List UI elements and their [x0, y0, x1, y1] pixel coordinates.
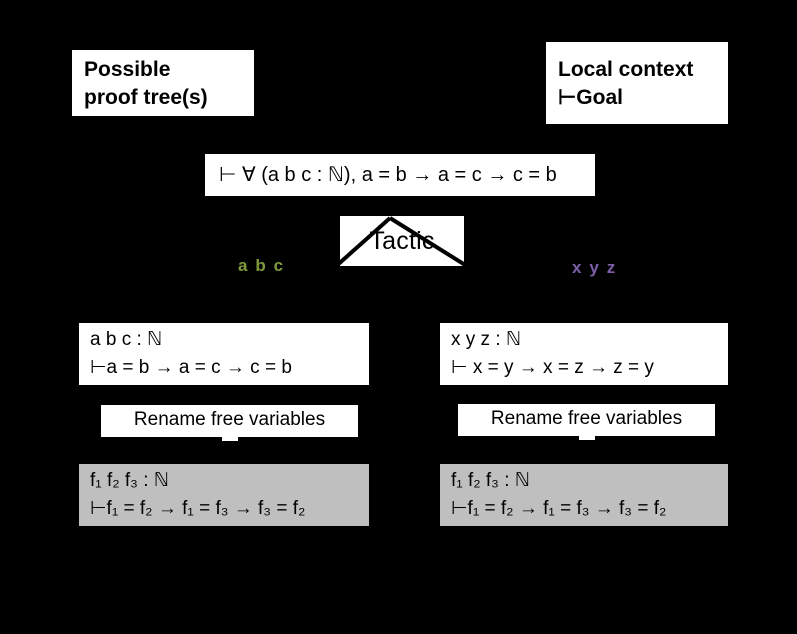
branch-right-context: x y z : ℕ — [451, 328, 522, 350]
branch-left-step-text: Rename free variables — [133, 408, 326, 430]
legend-proof-tree-line1: Possible — [84, 58, 171, 82]
branch-left-context: a b c : ℕ — [90, 328, 163, 350]
branch-right-result-box: f₁ f₂ f₃ : ℕ ⊢f₁ = f₂ → f₁ = f₃ → f₃ = f… — [440, 464, 728, 526]
legend-context-goal-line2: ⊢Goal — [558, 86, 623, 109]
branch-right-result-context: f₁ f₂ f₃ : ℕ — [451, 469, 530, 491]
branch-right-sequent-box: x y z : ℕ ⊢ x = y → x = z → z = y — [440, 323, 728, 385]
branch-left-result-goal: ⊢f₁ = f₂ → f₁ = f₃ → f₃ = f₂ — [90, 498, 306, 519]
legend-proof-tree: Possible proof tree(s) — [72, 50, 254, 116]
tactic-node[interactable]: Tactic — [332, 216, 472, 270]
branch-left-step-label: Rename free variables — [101, 405, 358, 437]
branch-right-step-text: Rename free variables — [490, 407, 683, 429]
branch-left-goal: ⊢a = b → a = c → c = b — [90, 357, 292, 378]
branch-right-goal: ⊢ x = y → x = z → z = y — [451, 357, 654, 378]
branch-right-step-label: Rename free variables — [458, 404, 715, 436]
branch-left-result-box: f₁ f₂ f₃ : ℕ ⊢f₁ = f₂ → f₁ = f₃ → f₃ = f… — [79, 464, 369, 526]
branch-left-var-annotation: a b c — [238, 256, 285, 275]
legend-context-goal: Local context ⊢Goal — [546, 42, 728, 124]
root-goal-box: ⊢ ∀ (a b c : ℕ), a = b → a = c → c = b — [205, 154, 595, 196]
legend-proof-tree-line2: proof tree(s) — [84, 86, 208, 109]
legend-context-goal-line1: Local context — [558, 58, 694, 82]
branch-left-sequent-box: a b c : ℕ ⊢a = b → a = c → c = b — [79, 323, 369, 385]
tactic-box[interactable]: Tactic — [340, 216, 464, 266]
branch-right-result-goal: ⊢f₁ = f₂ → f₁ = f₃ → f₃ = f₂ — [451, 498, 667, 519]
root-goal-text: ⊢ ∀ (a b c : ℕ), a = b → a = c → c = b — [219, 163, 557, 186]
tactic-label: Tactic — [369, 226, 435, 255]
branch-left-result-context: f₁ f₂ f₃ : ℕ — [90, 469, 169, 491]
branch-right-var-annotation: x y z — [572, 258, 617, 277]
